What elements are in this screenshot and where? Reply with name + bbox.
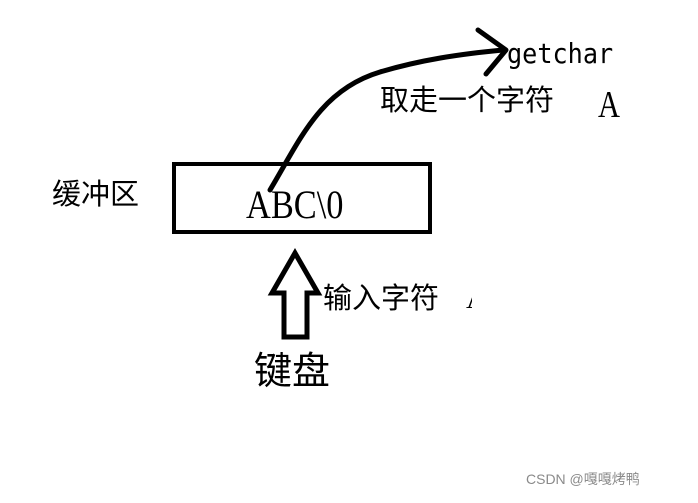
input-char-text: 输入字符 (323, 281, 440, 315)
keyboard-label: 键盘 (254, 349, 331, 393)
take-arrow-head (475, 27, 509, 77)
buffer-label: 缓冲区 (52, 177, 140, 211)
take-char-text: 取走一个字符 (380, 83, 555, 117)
input-arrow-icon (267, 247, 323, 340)
buffer-content: ABC\0 (246, 182, 344, 227)
taken-char: A (598, 84, 620, 126)
watermark: CSDN @嘎嘎烤鸭 (526, 471, 640, 487)
input-char-trailing: A (466, 284, 472, 314)
getchar-label: getchar (507, 37, 614, 70)
buffer-box (172, 162, 432, 234)
take-arrow-curve (267, 47, 506, 193)
